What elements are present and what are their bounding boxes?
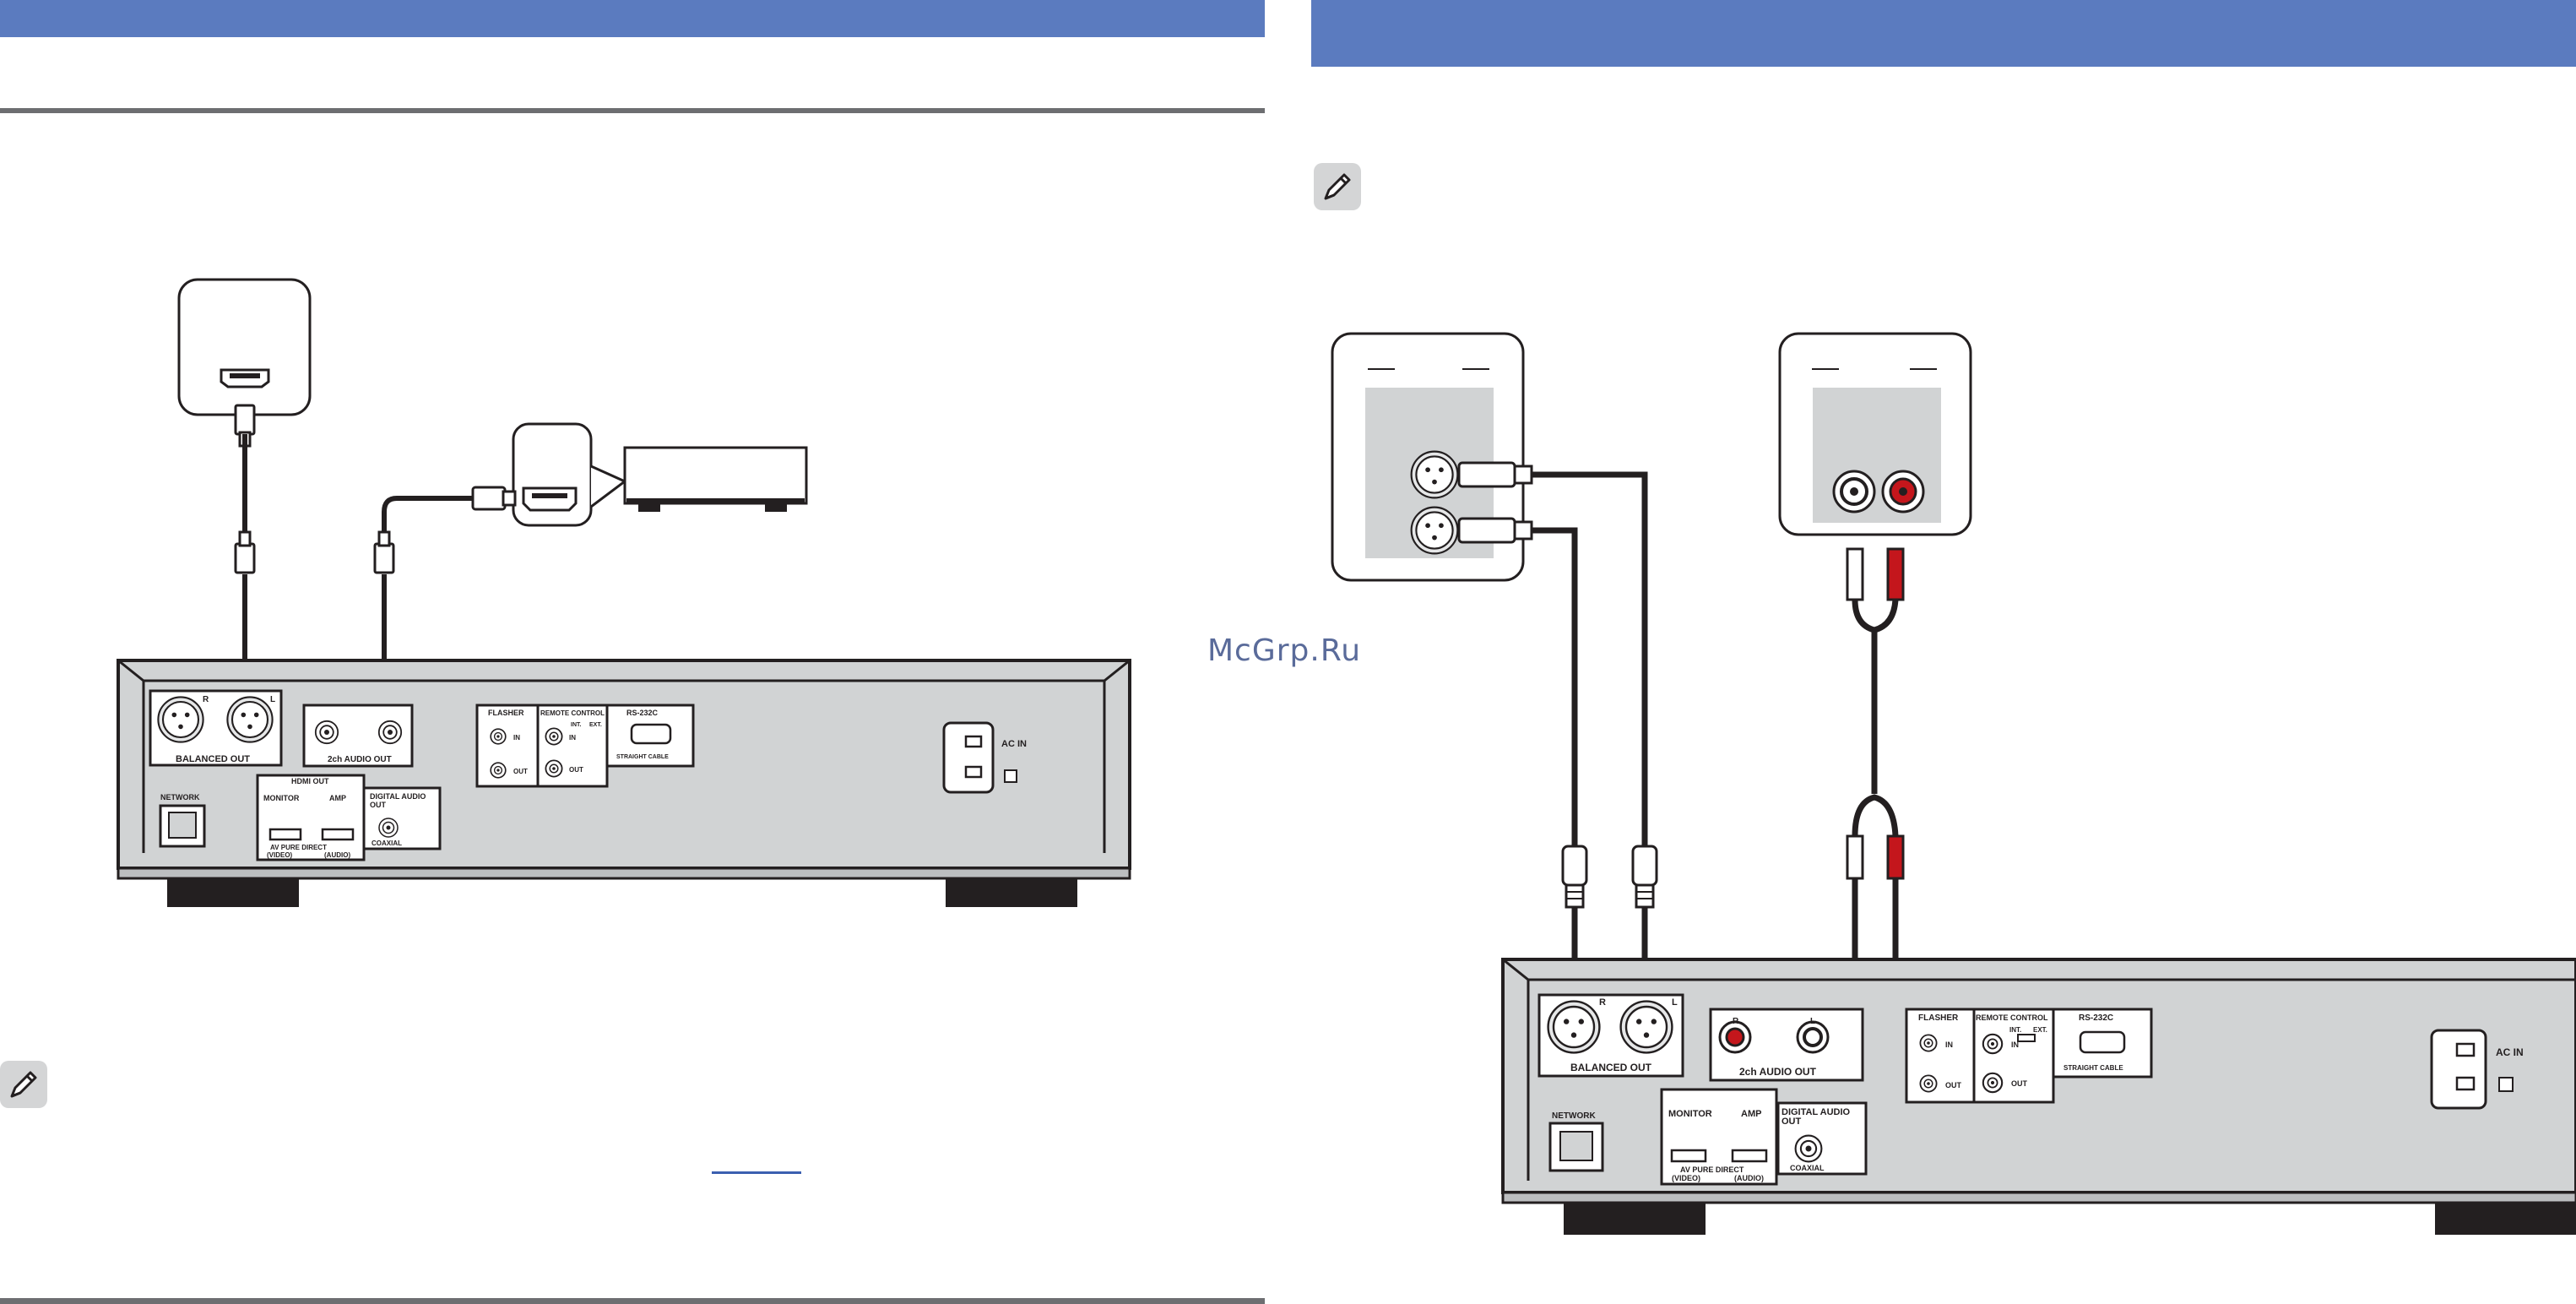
svg-text:(AUDIO): (AUDIO) <box>1734 1174 1764 1182</box>
svg-text:OUT: OUT <box>2011 1079 2028 1088</box>
svg-text:R: R <box>203 695 209 704</box>
balanced-out-label-left: BALANCED OUT <box>176 754 250 764</box>
svg-text:AC IN: AC IN <box>1001 739 1027 749</box>
reference-link[interactable] <box>712 1171 801 1174</box>
amp-rca-input-box <box>1778 332 1972 536</box>
player-rear-panel-right: R L BALANCED OUT R L 2ch AUDIO OUT MONIT… <box>1501 958 2576 1235</box>
svg-text:L: L <box>1672 997 1678 1008</box>
svg-text:DIGITAL AUDIO: DIGITAL AUDIO <box>1782 1107 1851 1117</box>
svg-text:(AUDIO): (AUDIO) <box>324 851 350 859</box>
lan-port-icon <box>159 804 206 848</box>
svg-text:RS-232C: RS-232C <box>2079 1013 2113 1023</box>
svg-text:EXT.: EXT. <box>589 722 602 728</box>
svg-text:OUT: OUT <box>370 801 387 809</box>
hdmi-port-icon <box>220 368 270 388</box>
svg-text:COAXIAL: COAXIAL <box>1790 1164 1825 1172</box>
power-inlet-icon <box>2430 1029 2514 1110</box>
right-header-band <box>1311 0 2576 67</box>
svg-text:FLASHER: FLASHER <box>1918 1013 1959 1023</box>
svg-text:FLASHER: FLASHER <box>488 709 524 717</box>
watermark: McGrp.Ru <box>1207 633 1362 668</box>
svg-text:2ch AUDIO OUT: 2ch AUDIO OUT <box>1739 1066 1817 1078</box>
svg-text:IN: IN <box>2011 1040 2019 1049</box>
svg-text:COAXIAL: COAXIAL <box>371 839 402 847</box>
power-inlet-icon <box>942 721 1017 794</box>
svg-text:MONITOR: MONITOR <box>1668 1109 1712 1119</box>
svg-text:REMOTE CONTROL: REMOTE CONTROL <box>540 709 605 717</box>
lan-port-icon <box>1548 1122 1604 1172</box>
svg-text:INT.: INT. <box>2009 1026 2021 1034</box>
svg-text:R: R <box>1599 997 1606 1008</box>
balanced-out-label-right: BALANCED OUT <box>1570 1062 1652 1073</box>
svg-text:OUT: OUT <box>569 766 583 774</box>
svg-text:IN: IN <box>1945 1040 1953 1049</box>
svg-text:(VIDEO): (VIDEO) <box>1672 1174 1700 1182</box>
svg-text:(VIDEO): (VIDEO) <box>267 851 293 859</box>
svg-text:STRAIGHT CABLE: STRAIGHT CABLE <box>2064 1064 2123 1072</box>
svg-text:DIGITAL AUDIO: DIGITAL AUDIO <box>370 792 426 801</box>
left-header-band <box>0 0 1265 37</box>
rca-stereo-cable <box>1814 547 1905 1056</box>
svg-text:REMOTE CONTROL: REMOTE CONTROL <box>1976 1013 2048 1022</box>
svg-text:OUT: OUT <box>513 768 528 775</box>
svg-text:AMP: AMP <box>1741 1109 1761 1119</box>
svg-text:IN: IN <box>569 734 576 742</box>
player-rear-panel-left: BALANCED OUT R L 2ch AUDIO OUT HDMI OUT … <box>117 659 1131 907</box>
svg-text:OUT: OUT <box>1945 1081 1962 1089</box>
tv-hdmi-box <box>177 278 312 416</box>
svg-text:EXT.: EXT. <box>2033 1026 2047 1034</box>
svg-text:INT.: INT. <box>571 722 582 728</box>
svg-text:IN: IN <box>513 734 520 742</box>
svg-text:NETWORK: NETWORK <box>1552 1111 1596 1121</box>
amp-hdmi-box <box>512 422 808 527</box>
svg-text:2ch AUDIO OUT: 2ch AUDIO OUT <box>328 755 392 764</box>
svg-text:STRAIGHT CABLE: STRAIGHT CABLE <box>616 754 669 760</box>
svg-text:RS-232C: RS-232C <box>626 709 659 717</box>
left-top-rule <box>0 108 1265 113</box>
svg-text:R: R <box>1733 1017 1739 1026</box>
svg-text:NETWORK: NETWORK <box>160 793 200 801</box>
xlr-cables <box>1457 461 1658 980</box>
svg-text:MONITOR: MONITOR <box>263 794 300 802</box>
svg-text:L: L <box>1810 1017 1815 1026</box>
pencil-note-icon <box>0 1061 47 1108</box>
svg-text:AV PURE DIRECT: AV PURE DIRECT <box>270 844 327 851</box>
svg-text:HDMI OUT: HDMI OUT <box>291 777 329 785</box>
svg-text:AMP: AMP <box>329 794 346 802</box>
svg-text:L: L <box>270 695 275 704</box>
svg-text:AV PURE DIRECT: AV PURE DIRECT <box>1680 1165 1744 1174</box>
left-bottom-rule <box>0 1298 1265 1304</box>
svg-text:AC IN: AC IN <box>2496 1046 2524 1058</box>
pencil-note-icon <box>1314 163 1361 210</box>
svg-text:OUT: OUT <box>1782 1117 1802 1127</box>
